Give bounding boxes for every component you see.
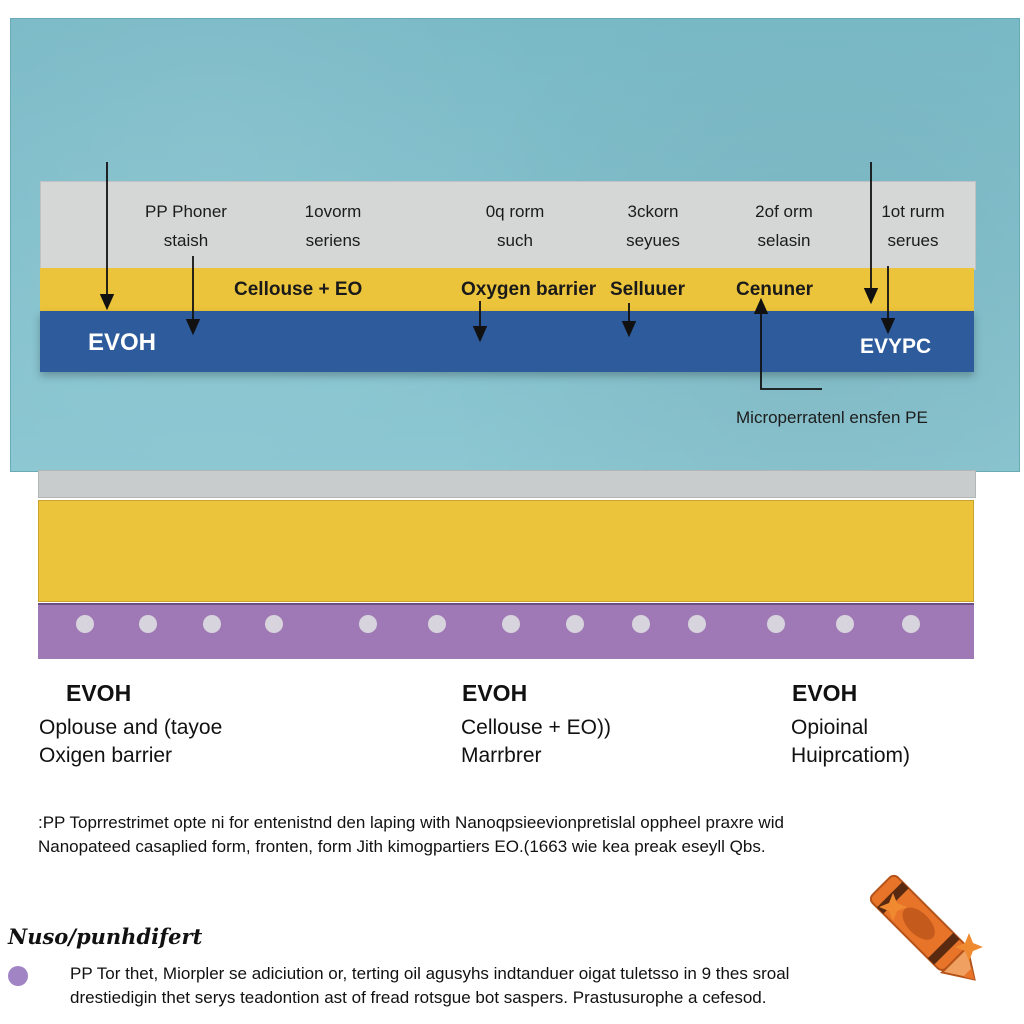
header-cell-3: 0q rorm such	[450, 197, 580, 255]
particle-dot	[203, 615, 221, 633]
particle-dot	[265, 615, 283, 633]
header-cell-line2: seyues	[626, 231, 680, 250]
section-line2: drestiedigin thet serys teadontion ast o…	[70, 988, 767, 1007]
header-cell-line1: 0q rorm	[485, 202, 545, 221]
particle-dot	[502, 615, 520, 633]
header-cell-line1: 3ckorn	[627, 202, 679, 221]
particle-dot	[767, 615, 785, 633]
paragraph-line2: Nanopateed casaplied form, fronten, form…	[38, 837, 766, 856]
header-cell-line1: 1ot rurm	[881, 202, 945, 221]
blue-label-right: EVYPC	[860, 335, 932, 358]
particle-dot	[632, 615, 650, 633]
particle-dot	[566, 615, 584, 633]
header-cell-2: 1ovorm seriens	[268, 197, 398, 255]
crayon-icon	[869, 874, 976, 981]
header-cell-line2: serues	[887, 231, 939, 250]
particle-dot	[359, 615, 377, 633]
column-3-line1: Opioinal	[791, 716, 869, 739]
yellow-label-1: Cellouse + EO	[234, 279, 363, 300]
header-cell-6: 1ot rurm serues	[848, 197, 978, 255]
yellow-label-4: Cenuner	[736, 279, 814, 300]
header-cell-5: 2of orm selasin	[719, 197, 849, 255]
column-title-2: EVOH	[462, 680, 528, 706]
section-title: Nuso/punhdifert	[8, 924, 203, 949]
column-title-3: EVOH	[792, 680, 858, 706]
column-1-line1: Oplouse and (tayoe	[39, 716, 223, 739]
bullet-dot	[8, 966, 28, 986]
header-cell-4: 3ckorn seyues	[588, 197, 718, 255]
column-3-line2: Huiprcatiom)	[791, 744, 911, 767]
header-cell-line2: such	[497, 231, 533, 250]
yellow-band	[40, 268, 974, 311]
particle-dot	[139, 615, 157, 633]
yellow-label-3: Selluuer	[610, 279, 685, 300]
yellow-label-2: Oxygen barrier	[461, 279, 597, 300]
column-1-line2: Oxigen barrier	[39, 744, 173, 767]
micro-label: Microperratenl ensfen PE	[736, 408, 928, 427]
header-cell-line2: selasin	[757, 231, 811, 250]
layer-grey	[38, 470, 976, 498]
paragraph-line1: :PP Toprrestrimet opte ni for entenistnd…	[38, 813, 784, 832]
particle-dot	[688, 615, 706, 633]
particle-dot	[902, 615, 920, 633]
particle-dot	[428, 615, 446, 633]
blue-label-left: EVOH	[88, 329, 157, 356]
particle-dot	[836, 615, 854, 633]
column-2-line1: Cellouse + EO))	[461, 716, 611, 739]
header-cell-line1: 2of orm	[755, 202, 813, 221]
layer-yellow	[38, 500, 974, 602]
sparkle-icon	[879, 893, 983, 961]
header-cell-1: PP Phoner staish	[121, 197, 251, 255]
column-2-line2: Marrbrer	[461, 744, 542, 767]
header-cell-line1: PP Phoner	[145, 202, 227, 221]
section-line1: PP Tor thet, Miorpler se adiciution or, …	[70, 964, 790, 983]
column-title-1: EVOH	[66, 680, 132, 706]
arrow-7	[753, 297, 822, 390]
header-cell-line1: 1ovorm	[304, 202, 362, 221]
header-cell-line2: staish	[163, 231, 209, 250]
particle-dot	[76, 615, 94, 633]
header-cell-line2: seriens	[305, 231, 361, 250]
